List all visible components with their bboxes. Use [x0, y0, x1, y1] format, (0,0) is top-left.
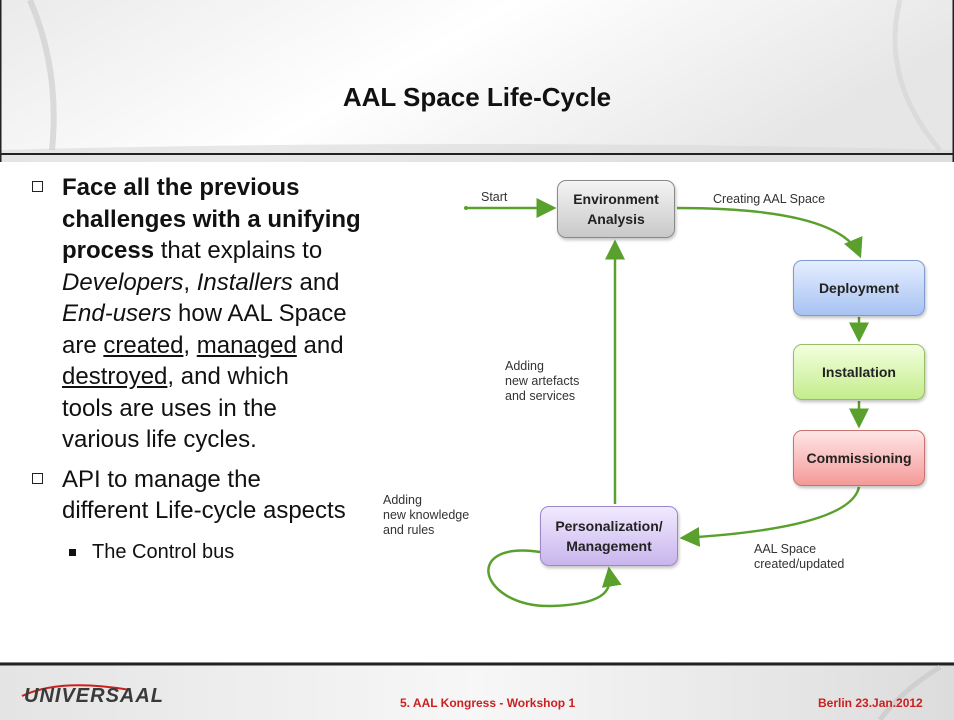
sub-bullet-control-bus: The Control bus: [22, 539, 442, 565]
text: that explains to: [154, 237, 323, 264]
underlined-managed: managed: [196, 331, 297, 359]
underlined-destroyed: destroyed: [62, 363, 168, 390]
bold-text: Face all the previous: [62, 174, 300, 201]
label-line: and services: [505, 389, 576, 403]
bullet-unifying-process: Face all the previous challenges with a …: [22, 172, 442, 456]
label-creating-aal-space: Creating AAL Space: [713, 192, 826, 206]
env-to-deployment-arrow: [676, 206, 863, 259]
label-line: Adding: [383, 493, 422, 507]
label-line: and rules: [383, 523, 435, 537]
checkbox-bullet-icon: [32, 181, 43, 192]
footer-date: Berlin 23.Jan.2012: [818, 696, 923, 710]
italic-end-users: End-users: [62, 300, 172, 327]
text: API to manage the: [62, 465, 261, 493]
footer: [0, 662, 954, 720]
text: are: [62, 331, 104, 359]
node-label: Commissioning: [806, 450, 912, 466]
label-line: new knowledge: [383, 508, 470, 522]
italic-developers: Developers: [62, 268, 184, 296]
label-adding-artefacts: Adding new artefacts and services: [505, 359, 579, 404]
label-line: created/updated: [754, 557, 845, 571]
text: ,: [183, 268, 191, 296]
label-line: new artefacts: [505, 374, 580, 388]
node-label: Installation: [822, 364, 896, 380]
text: ,: [183, 331, 197, 359]
label-line: AAL Space: [754, 542, 817, 556]
personalization-self-loop-arrow: [487, 549, 622, 608]
square-bullet-icon: [69, 548, 76, 556]
universaal-logo: UNIVERSAAL: [20, 676, 270, 708]
header-background: [0, 0, 954, 162]
node-personalization-management: Personalization/Management: [540, 506, 678, 566]
text: The Control bus: [92, 540, 235, 563]
underlined-created: created: [103, 331, 184, 359]
label-aal-space-created: AAL Space created/updated: [754, 542, 844, 572]
bold-text: process: [62, 237, 155, 264]
footer-event: 5. AAL Kongress - Workshop 1: [400, 696, 576, 710]
commissioning-to-personalization-arrow: [679, 486, 861, 547]
node-label: Deployment: [818, 280, 900, 296]
svg-text:UNIVERSAAL: UNIVERSAAL: [24, 685, 164, 707]
diagram-arrows: [464, 198, 869, 608]
label-adding-knowledge: Adding new knowledge and rules: [383, 493, 469, 538]
footer-background: [0, 662, 954, 720]
node-installation: Installation: [793, 344, 925, 400]
checkbox-bullet-icon: [32, 472, 43, 484]
text: various life cycles.: [62, 426, 257, 453]
label-start: Start: [481, 190, 508, 204]
bullet-api: API to manage the different Life-cycle a…: [22, 464, 442, 527]
label-line: Adding: [505, 359, 544, 373]
bold-text: challenges with a unifying: [62, 205, 361, 233]
node-label: Management: [566, 538, 652, 554]
node-label: Analysis: [587, 211, 645, 227]
logo-icon: UNIVERSAAL: [21, 684, 164, 707]
node-label: Personalization/: [555, 518, 663, 534]
text: tools are uses in the: [62, 394, 277, 422]
text: different Life-cycle aspects: [62, 497, 346, 524]
title-header: AAL Space Life-Cycle: [0, 0, 954, 162]
node-deployment: Deployment: [793, 260, 925, 316]
body-text: Face all the previous challenges with a …: [22, 172, 442, 565]
italic-installers: Installers: [196, 268, 293, 296]
node-commissioning: Commissioning: [793, 430, 925, 486]
text: and: [292, 268, 340, 296]
text: , and which: [167, 363, 289, 390]
text: how AAL Space: [171, 300, 347, 327]
text: and: [296, 331, 344, 359]
slide-title: AAL Space Life-Cycle: [342, 82, 612, 112]
node-label: Environment: [573, 191, 659, 207]
